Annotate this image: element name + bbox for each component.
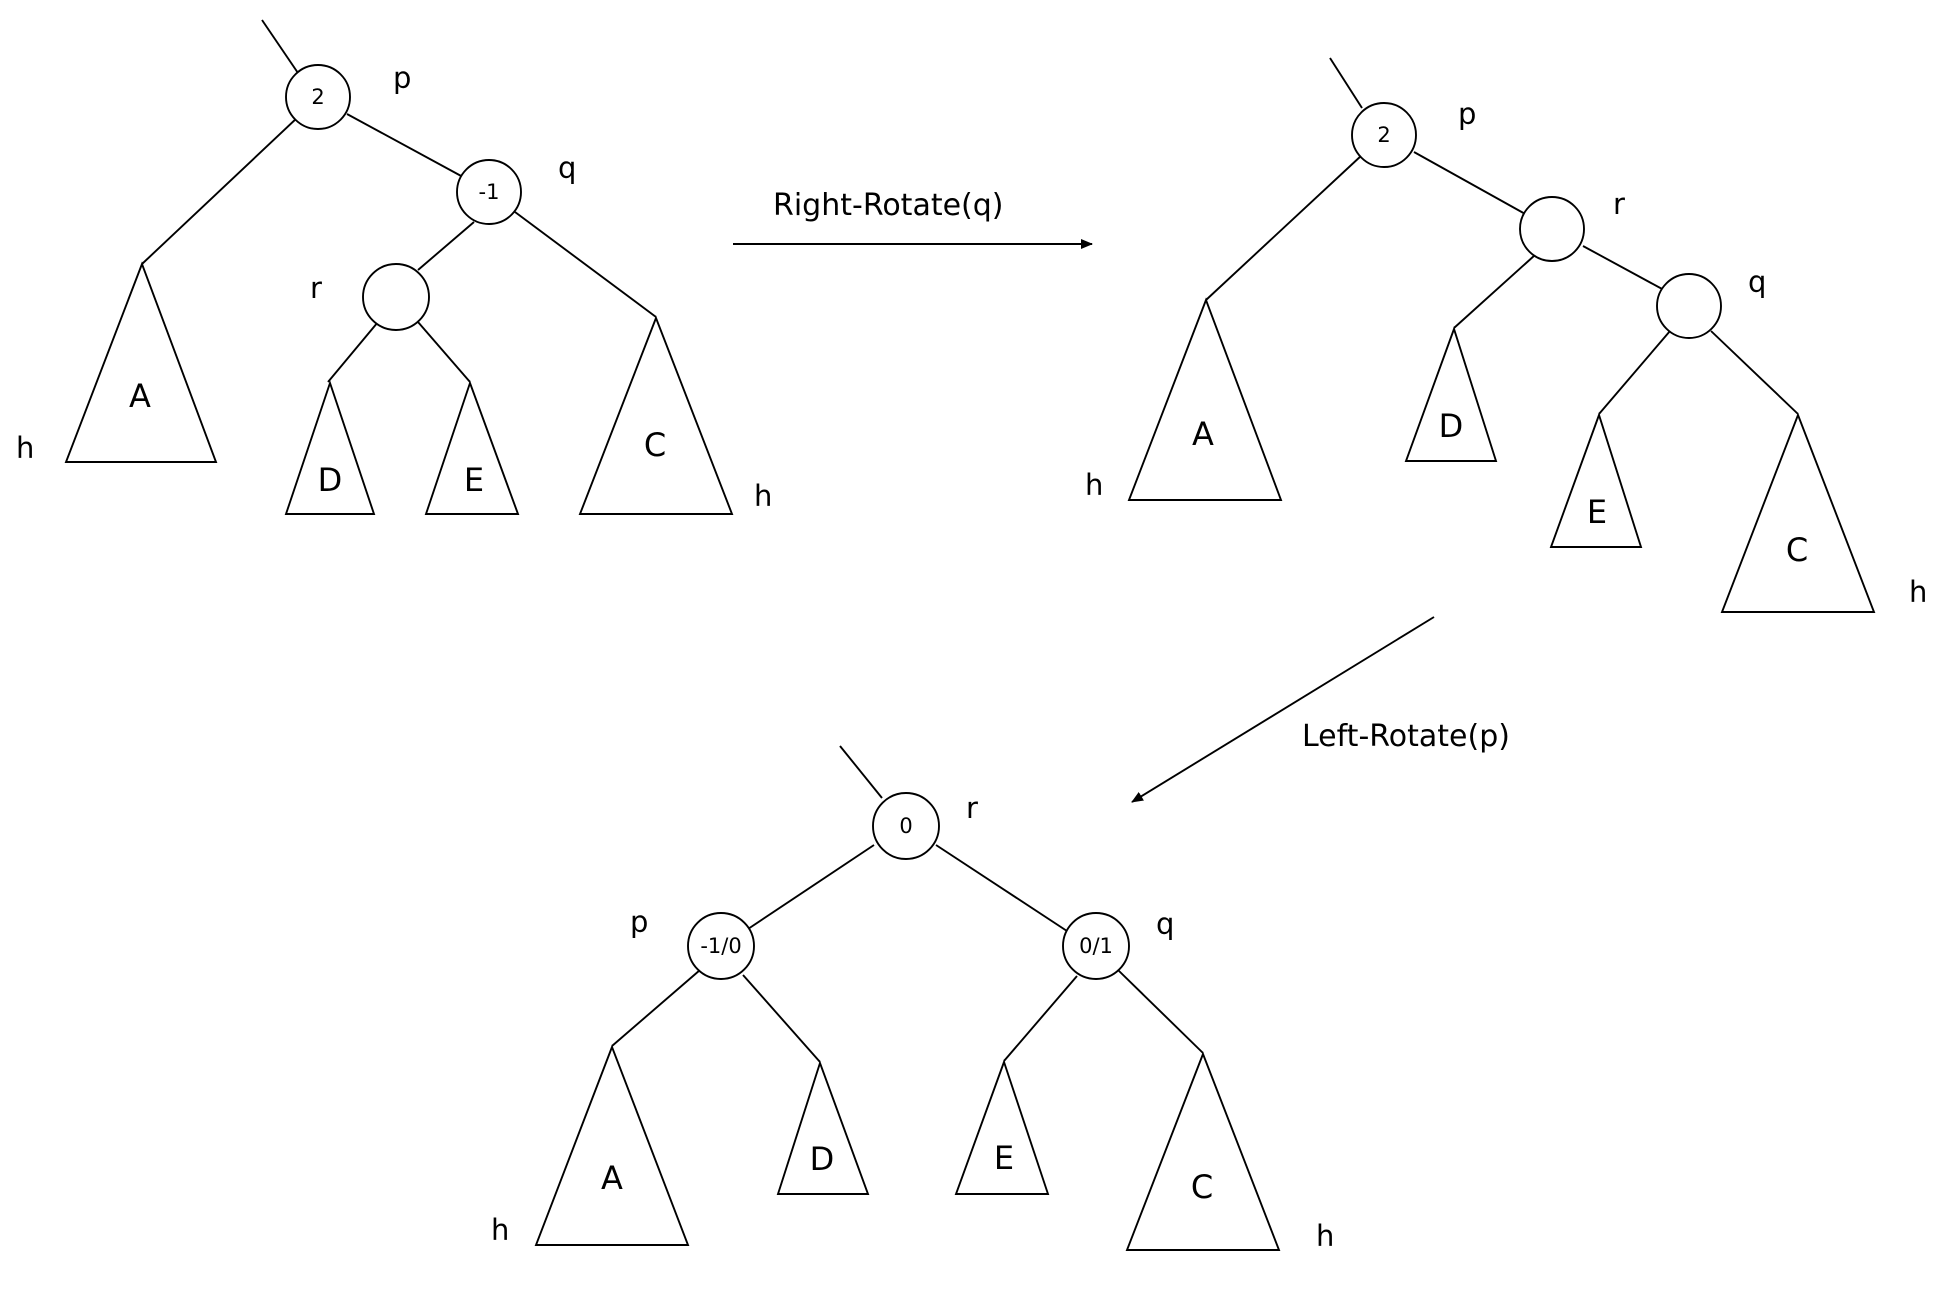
subtree-A bbox=[64, 261, 218, 463]
subtree-label: D bbox=[810, 1140, 835, 1178]
tree-after-right-rotate: A D E C h h 2 p r q bbox=[1085, 57, 1927, 613]
operation-label: Left-Rotate(p) bbox=[1302, 719, 1510, 754]
edge-r-p bbox=[741, 844, 875, 934]
edge-r-D bbox=[327, 321, 379, 383]
height-label: h bbox=[754, 479, 772, 513]
edge-r-D bbox=[1453, 254, 1536, 329]
parent-edge bbox=[839, 745, 883, 799]
right-rotate-arrow: Right-Rotate(q) bbox=[733, 188, 1093, 249]
subtree-label: C bbox=[644, 426, 666, 464]
operation-label: Right-Rotate(q) bbox=[773, 188, 1004, 223]
subtree-label: A bbox=[129, 377, 151, 415]
balance-factor: 2 bbox=[311, 85, 324, 109]
edge-q-C bbox=[1710, 330, 1799, 415]
edge-p-A bbox=[141, 116, 299, 265]
subtree-C bbox=[1720, 412, 1876, 613]
subtree-label: A bbox=[1192, 415, 1214, 453]
node-p bbox=[687, 912, 755, 980]
subtree-E bbox=[954, 1059, 1050, 1195]
node-name: q bbox=[1748, 265, 1766, 299]
height-label: h bbox=[491, 1213, 509, 1247]
height-label: h bbox=[1316, 1219, 1334, 1253]
edge-p-D bbox=[742, 974, 821, 1063]
balance-factor: 0/1 bbox=[1079, 934, 1113, 958]
subtree-E bbox=[1549, 412, 1643, 548]
node-p bbox=[1351, 102, 1417, 168]
node-q bbox=[456, 159, 522, 225]
subtree-label: A bbox=[601, 1159, 623, 1197]
node-name: r bbox=[1613, 187, 1625, 221]
height-label: h bbox=[1909, 575, 1927, 609]
edge-p-A bbox=[1205, 154, 1363, 301]
tree-after-left-rotate: A D E C h h 0 -1/0 0/1 r p q bbox=[491, 745, 1334, 1253]
subtree-D bbox=[776, 1060, 870, 1195]
subtree-label: C bbox=[1786, 531, 1808, 569]
node-name: p bbox=[393, 61, 411, 95]
subtree-C bbox=[1125, 1051, 1281, 1251]
edge-p-q bbox=[346, 113, 464, 178]
edge-r-q bbox=[1582, 245, 1665, 291]
balance-factor: 2 bbox=[1377, 123, 1390, 147]
node-r bbox=[362, 263, 430, 331]
edge-r-E bbox=[417, 321, 471, 383]
height-label: h bbox=[16, 431, 34, 465]
subtree-label: D bbox=[318, 461, 343, 499]
edge-p-r bbox=[1413, 151, 1528, 216]
edge-q-r bbox=[417, 221, 475, 271]
node-name: p bbox=[1458, 97, 1476, 131]
edge-q-E bbox=[1003, 975, 1078, 1062]
balance-factor: 0 bbox=[899, 814, 912, 838]
subtree-label: E bbox=[1587, 493, 1607, 531]
parent-edge bbox=[261, 19, 299, 74]
tree-before-rotation: A D E C h h 2 -1 p q r bbox=[16, 19, 772, 515]
left-rotate-arrow: Left-Rotate(p) bbox=[1131, 616, 1510, 803]
node-q bbox=[1656, 273, 1722, 339]
node-name: q bbox=[1156, 907, 1174, 941]
edge-q-C bbox=[514, 211, 657, 318]
node-name: p bbox=[630, 905, 648, 939]
subtree-label: E bbox=[994, 1139, 1014, 1177]
subtree-D bbox=[284, 380, 376, 515]
subtree-label: D bbox=[1439, 407, 1464, 445]
balance-factor: -1 bbox=[479, 180, 500, 204]
edge-q-C bbox=[1117, 969, 1204, 1054]
subtree-A bbox=[1127, 297, 1283, 501]
node-p bbox=[285, 64, 351, 130]
node-name: q bbox=[558, 151, 576, 185]
height-label: h bbox=[1085, 468, 1103, 502]
parent-edge bbox=[1329, 57, 1363, 109]
subtree-C bbox=[578, 315, 734, 515]
subtree-label: C bbox=[1191, 1168, 1213, 1206]
edge-r-q bbox=[935, 844, 1071, 934]
balance-factor: -1/0 bbox=[700, 934, 741, 958]
node-name: r bbox=[310, 271, 322, 305]
arrow-shaft bbox=[1131, 616, 1435, 803]
node-q bbox=[1062, 912, 1130, 980]
node-r bbox=[1519, 196, 1585, 262]
edge-q-E bbox=[1598, 330, 1671, 415]
subtree-label: E bbox=[464, 461, 484, 499]
subtree-A bbox=[534, 1044, 690, 1246]
edge-p-A bbox=[611, 969, 701, 1047]
subtree-E bbox=[424, 380, 520, 515]
subtree-D bbox=[1404, 326, 1498, 462]
node-r bbox=[872, 792, 940, 860]
node-name: r bbox=[966, 791, 978, 825]
